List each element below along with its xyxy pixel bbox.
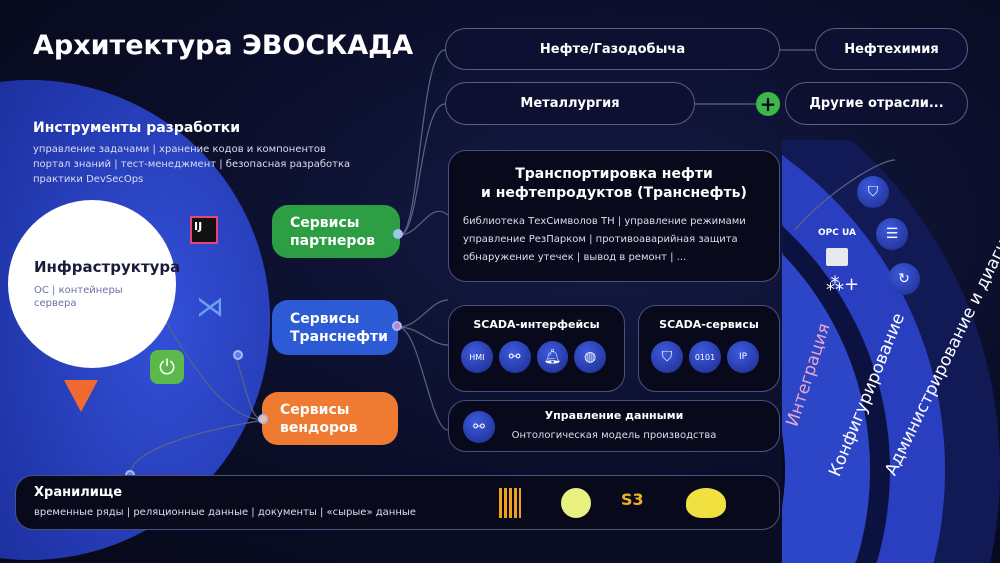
opcua-logo: OPC UA — [818, 228, 856, 238]
industry-petrochem: Нефтехимия — [815, 28, 968, 70]
transport-item: управление РезПарком — [463, 234, 586, 245]
page-title: Архитектура ЭВОСКАДА — [33, 30, 414, 61]
data-mgmt-title: Управление данными — [544, 409, 684, 422]
graph-icon: ⚯ — [498, 341, 531, 373]
integration-arc — [782, 160, 870, 563]
network-icon: ⚯ — [463, 411, 495, 443]
shield-icon: ⛉ — [651, 341, 683, 373]
vscode-logo: ⋊ — [196, 290, 224, 323]
dev-tool-item: тест-менеджмент — [120, 159, 217, 170]
industry-metallurgy: Металлургия — [445, 82, 695, 125]
s3-logo: S3 — [621, 490, 644, 509]
scada-interfaces-box: SCADA-интерфейсы HMI⚯🔔︎◍ — [448, 305, 625, 392]
connector-dot — [233, 350, 243, 360]
transport-box: Транспортировка нефти и нефтепродуктов (Т… — [448, 150, 780, 282]
vendor-services: Сервисы вендоров — [262, 392, 398, 445]
transport-item: противоаварийная защита — [595, 234, 738, 245]
protocol-logo — [826, 248, 848, 266]
dev-tool-item: портал знаний — [33, 159, 112, 170]
dev-tool-item: хранение кодов и компонентов — [159, 144, 326, 155]
storage-item: «сырые» данные — [326, 507, 416, 518]
hmi-icon: HMI — [461, 341, 493, 373]
db-logo — [561, 488, 591, 518]
shield-icon: ⛉ — [857, 176, 889, 208]
transport-item: ... — [676, 252, 687, 263]
dev-tools: Инструменты разработки управление задача… — [33, 120, 351, 185]
scada-services-title: SCADA-сервисы — [659, 318, 759, 331]
ip-lock-icon: IP — [727, 341, 759, 373]
industry-other: Другие отрасли... — [785, 82, 968, 125]
gitlab-logo — [64, 380, 98, 412]
clickhouse-logo — [499, 488, 521, 518]
globe-icon: ◍ — [574, 341, 606, 373]
intellij-logo: IJ — [190, 216, 218, 244]
transport-item: обнаружение утечек — [463, 252, 574, 263]
dev-tools-title: Инструменты разработки — [33, 120, 241, 136]
database-icon: ☰ — [876, 218, 908, 250]
transport-title: и нефтепродуктов (Транснефть) — [481, 185, 747, 201]
transport-item: управление режимами — [624, 216, 746, 227]
dev-tool-item: управление задачами — [33, 144, 150, 155]
bell-icon: 🔔︎ — [536, 341, 569, 373]
data-management-box: ⚯ Управление данными Онтологическая моде… — [448, 400, 780, 452]
transport-item: вывод в ремонт — [583, 252, 667, 263]
storage-item: временные ряды — [34, 507, 124, 518]
storage-title: Хранилище — [34, 485, 123, 500]
transneft-services: Сервисы Транснефти — [272, 300, 398, 355]
connector-dot — [392, 321, 402, 331]
refresh-icon: ↻ — [888, 263, 920, 295]
data-mgmt-subtitle: Онтологическая модель производства — [511, 430, 717, 441]
infra-item: контейнеры — [58, 285, 123, 296]
kafka-icon: ⁂+ — [826, 274, 860, 295]
dev-tool-item: практики DevSecOps — [33, 174, 144, 185]
transport-item: библиотека ТехСимволов ТН — [463, 216, 615, 227]
dev-tool-item: безопасная разработка — [225, 159, 351, 170]
infra-item: сервера — [34, 298, 77, 309]
infra-item: ОС — [34, 285, 49, 296]
connector-dot — [393, 229, 403, 239]
infra-title: Инфраструктура — [34, 258, 181, 276]
hadoop-logo — [686, 488, 726, 518]
spring-logo: ⏻ — [150, 350, 184, 384]
scada-interfaces-title: SCADA-интерфейсы — [473, 318, 600, 331]
plus-icon: + — [756, 92, 780, 116]
industry-oil-gas: Нефте/Газодобыча — [445, 28, 780, 70]
storage-item: реляционные данные — [133, 507, 249, 518]
storage-item: документы — [257, 507, 317, 518]
binary-icon: 0101 — [689, 341, 721, 373]
connector-dot — [258, 414, 268, 424]
arc-inner — [782, 245, 785, 563]
transport-title: Транспортировка нефти — [515, 166, 713, 182]
storage-box: Хранилище временные ряды | реляционные д… — [15, 475, 780, 530]
partners-services: Сервисы партнеров — [272, 205, 400, 258]
connector-lines — [129, 49, 896, 476]
right-arcs — [782, 140, 1000, 563]
